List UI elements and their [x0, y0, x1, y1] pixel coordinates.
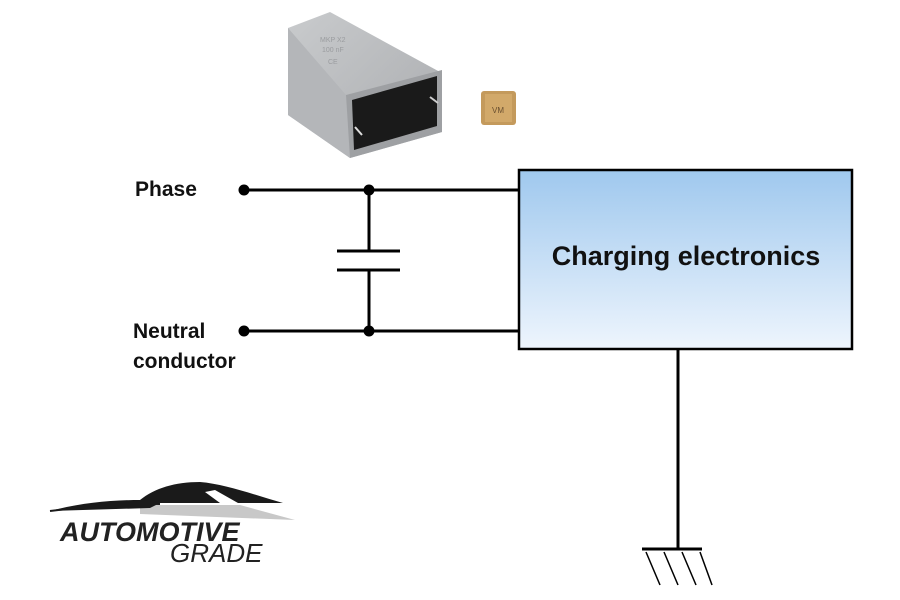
neutral-junction: [363, 325, 375, 337]
ground-icon: [642, 547, 713, 586]
ceramic-chip-image: VM: [481, 91, 516, 125]
wires: [244, 188, 680, 549]
svg-text:MKP X2: MKP X2: [320, 37, 346, 44]
logo-line2: GRADE: [170, 538, 263, 568]
logo-line1: AUTOMOTIVE: [59, 517, 240, 547]
phase-junction: [363, 184, 375, 196]
svg-text:CE: CE: [328, 59, 338, 66]
phase-terminal: [238, 184, 250, 196]
charging-electronics-block: [517, 168, 854, 351]
automotive-grade-logo: AUTOMOTIVE GRADE: [49, 482, 295, 568]
charging-electronics-label: Charging electronics: [552, 241, 821, 271]
neutral-label-line1: Neutral: [133, 320, 205, 343]
neutral-terminal: [238, 325, 250, 337]
chip-marking: VM: [492, 106, 504, 115]
phase-label: Phase: [135, 178, 197, 201]
film-capacitor-image: MKP X2 100 nF CE: [288, 12, 442, 158]
neutral-label-line2: conductor: [133, 350, 236, 373]
svg-text:100 nF: 100 nF: [322, 47, 344, 54]
